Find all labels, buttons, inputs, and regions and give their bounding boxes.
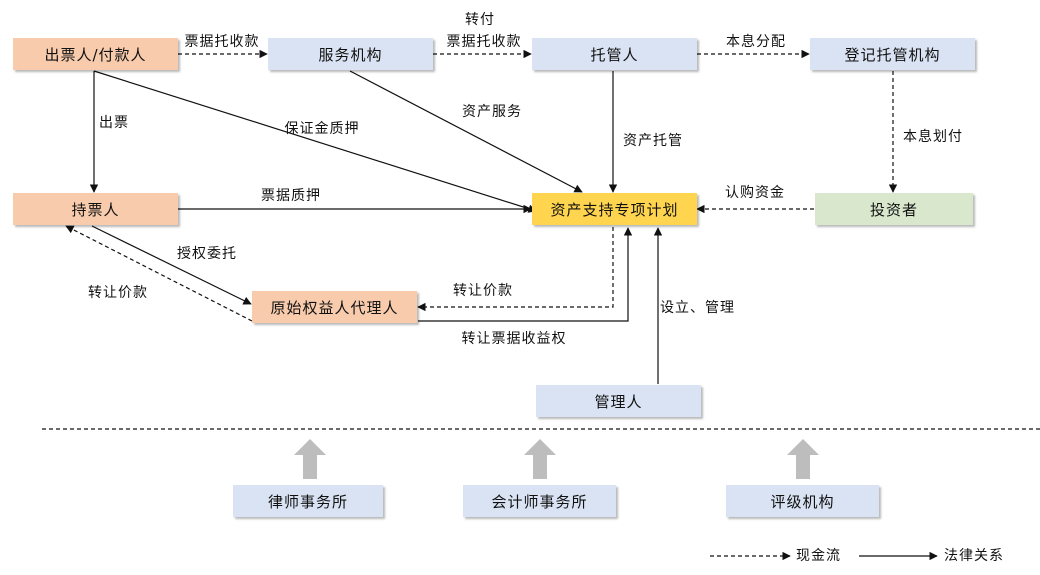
edge-agent-to-plan bbox=[418, 227, 633, 322]
label-asset-service: 资产服务 bbox=[462, 104, 522, 120]
label-transfer-bill-rights: 转让票据收益权 bbox=[461, 331, 567, 347]
label-transfer-line2: 票据托收款 bbox=[446, 34, 522, 50]
node-issuer: 出票人/付款人 bbox=[13, 38, 178, 70]
label-interest-payment: 本息划付 bbox=[903, 129, 963, 145]
label-transfer-price-right: 转让价款 bbox=[453, 283, 513, 299]
up-arrow-icon bbox=[524, 439, 556, 479]
label-guarantee-pledge: 保证金质押 bbox=[284, 121, 360, 137]
node-custodian: 托管人 bbox=[532, 38, 697, 70]
node-service-agency: 服务机构 bbox=[268, 38, 433, 70]
label-transfer-price-left: 转让价款 bbox=[88, 285, 148, 301]
legend-cash-flow: 现金流 bbox=[796, 548, 841, 564]
label-bill-pledge: 票据质押 bbox=[261, 188, 321, 204]
edge-plan-to-agent bbox=[417, 227, 614, 312]
label-authorization: 授权委托 bbox=[177, 246, 237, 262]
edge-issuer-to-plan bbox=[93, 70, 537, 213]
edge-service-to-plan bbox=[349, 70, 583, 193]
node-agent: 原始权益人代理人 bbox=[252, 291, 417, 323]
node-rating-agency: 评级机构 bbox=[726, 485, 879, 517]
label-transfer-line1: 转付 bbox=[465, 12, 495, 28]
node-investor: 投资者 bbox=[815, 193, 973, 225]
label-subscription: 认购资金 bbox=[725, 185, 785, 201]
node-holder: 持票人 bbox=[13, 193, 178, 225]
up-arrow-icon bbox=[787, 439, 819, 479]
node-manager: 管理人 bbox=[536, 385, 701, 417]
legend-legal-relation: 法律关系 bbox=[944, 548, 1004, 564]
node-asset-plan: 资产支持专项计划 bbox=[532, 193, 697, 225]
label-asset-custody: 资产托管 bbox=[623, 133, 683, 149]
edge-holder-to-agent bbox=[91, 225, 252, 305]
label-bill-collection: 票据托收款 bbox=[184, 34, 260, 50]
node-registry: 登记托管机构 bbox=[810, 38, 975, 70]
node-accounting-firm: 会计师事务所 bbox=[463, 485, 616, 517]
edge-agent-to-holder bbox=[65, 225, 253, 322]
up-arrow-icon bbox=[294, 439, 326, 479]
label-interest-distribution: 本息分配 bbox=[726, 34, 786, 50]
node-law-firm: 律师事务所 bbox=[233, 485, 383, 517]
label-issue-bill: 出票 bbox=[99, 115, 129, 131]
label-establish-manage: 设立、管理 bbox=[660, 300, 735, 316]
